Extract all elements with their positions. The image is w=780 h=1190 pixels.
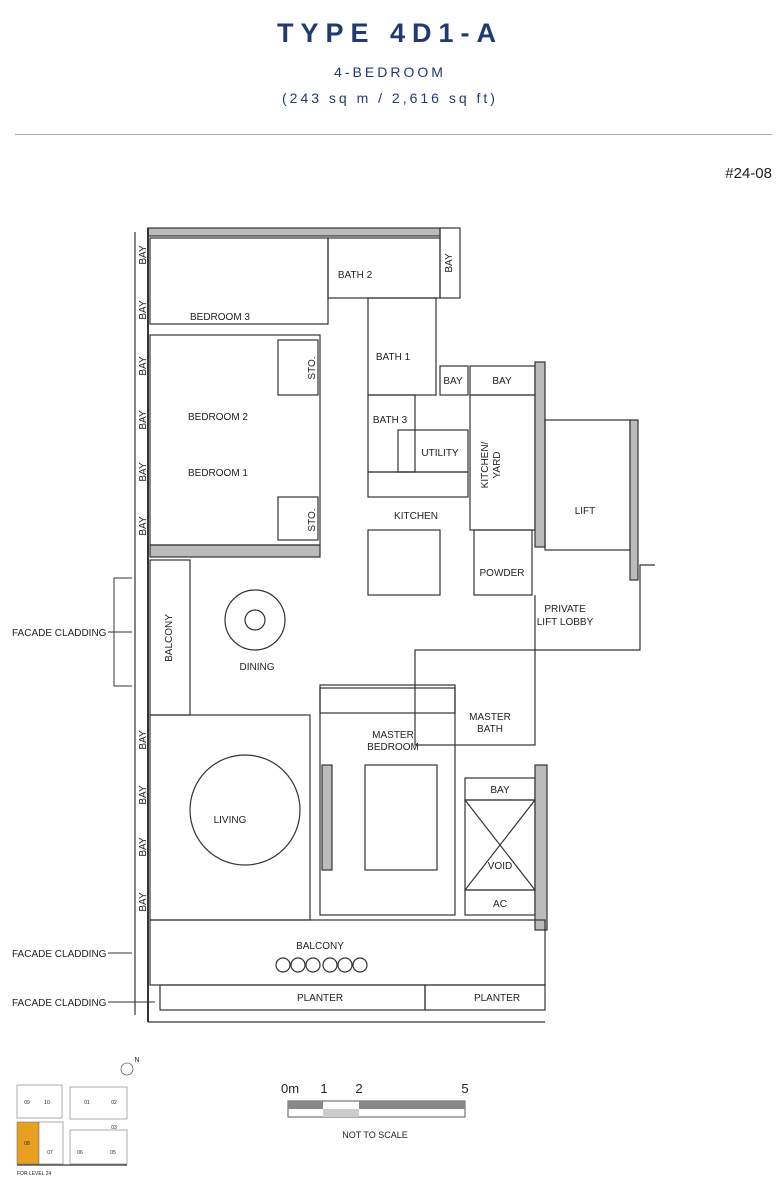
label-private: PRIVATE	[544, 604, 586, 615]
label-bay: BAY	[138, 892, 149, 912]
label-bath-2: BATH 2	[338, 270, 373, 281]
label-utility: UTILITY	[421, 448, 459, 459]
unit-area: (243 sq m / 2,616 sq ft)	[282, 90, 498, 106]
key-plan: N 09 10 01 02 03 08 07 06 05 FOR LEVEL 2…	[16, 1057, 140, 1177]
label-lift: LIFT	[575, 506, 596, 517]
scale-tick: 2	[355, 1081, 362, 1096]
kitchen-counter	[367, 471, 469, 498]
label-bay: BAY	[138, 410, 149, 430]
label-master-bath: MASTER	[469, 712, 511, 723]
key-unit: 03	[111, 1125, 117, 1131]
bay-bath2	[439, 227, 461, 299]
key-unit: 02	[111, 1100, 117, 1106]
label-master-bedroom-2: BEDROOM	[367, 742, 419, 753]
label-bedroom-3: BEDROOM 3	[190, 312, 250, 323]
label-dining: DINING	[240, 662, 275, 673]
planter	[424, 984, 546, 1011]
label-lift-lobby: LIFT LOBBY	[537, 617, 594, 628]
unit-number: #24-08	[725, 165, 772, 182]
scale-tick: 0m	[281, 1081, 299, 1096]
bath-1	[367, 297, 437, 396]
page-title: TYPE 4D1-A	[276, 18, 504, 48]
label-bedroom-2: BEDROOM 2	[188, 412, 248, 423]
planter-pots	[275, 957, 368, 973]
key-unit: 08	[24, 1141, 30, 1147]
planter	[159, 984, 426, 1011]
label-bay: BAY	[138, 785, 149, 805]
label-bay: BAY	[444, 253, 455, 273]
label-ac: AC	[493, 899, 507, 910]
powder	[473, 529, 533, 596]
storage	[277, 496, 319, 541]
key-level: FOR LEVEL 24	[17, 1171, 51, 1177]
label-kitchen-yard: KITCHEN/	[480, 441, 491, 488]
label-bedroom-1: BEDROOM 1	[188, 468, 248, 479]
label-bay: BAY	[138, 245, 149, 265]
bedrooms-1-2	[149, 334, 321, 546]
label-living: LIVING	[214, 815, 247, 826]
label-bay: BAY	[138, 300, 149, 320]
kitchen-island	[367, 529, 441, 596]
facade-label: FACADE CLADDING	[12, 998, 107, 1009]
label-bay: BAY	[138, 356, 149, 376]
label-bath-1: BATH 1	[376, 352, 411, 363]
wall	[149, 544, 321, 558]
scale-bar: 0m 1 2 5 NOT TO SCALE	[281, 1081, 469, 1140]
key-unit: 10	[44, 1100, 50, 1106]
label-master-bedroom: MASTER	[372, 730, 414, 741]
label-planter: PLANTER	[297, 993, 343, 1004]
master-bath	[414, 649, 536, 746]
label-bay: BAY	[490, 785, 510, 796]
wall	[147, 227, 441, 237]
balcony	[149, 919, 546, 986]
label-powder: POWDER	[480, 568, 525, 579]
facade-label: FACADE CLADDING	[12, 949, 107, 960]
key-unit: 01	[84, 1100, 90, 1106]
master-bedroom	[319, 684, 456, 916]
label-bay: BAY	[443, 376, 463, 387]
label-planter: PLANTER	[474, 993, 520, 1004]
label-bath-3: BATH 3	[373, 415, 408, 426]
label-bay: BAY	[138, 730, 149, 750]
scale-note: NOT TO SCALE	[342, 1130, 408, 1140]
bay	[439, 365, 469, 396]
scale-tick: 1	[320, 1081, 327, 1096]
label-master-bath-2: BATH	[477, 724, 503, 735]
label-balcony: BALCONY	[296, 941, 344, 952]
label-bay: BAY	[492, 376, 512, 387]
key-unit: 06	[77, 1150, 83, 1156]
label-kitchen: KITCHEN	[394, 511, 438, 522]
north-label: N	[134, 1057, 139, 1064]
key-unit: 05	[110, 1150, 116, 1156]
label-void: VOID	[488, 861, 512, 872]
divider	[15, 134, 772, 135]
label-storage: STO.	[307, 356, 318, 379]
storage	[277, 339, 319, 396]
label-kitchen-yard-2: YARD	[492, 451, 503, 478]
dining-table	[224, 589, 286, 651]
key-unit: 07	[47, 1150, 53, 1156]
label-bay: BAY	[138, 462, 149, 482]
bath-2	[327, 237, 441, 299]
label-bay: BAY	[138, 516, 149, 536]
key-unit: 09	[24, 1100, 30, 1106]
bath-3	[367, 394, 416, 473]
compass-icon	[120, 1062, 134, 1076]
lift	[544, 419, 631, 551]
label-bay: BAY	[138, 837, 149, 857]
label-side-balcony: BALCONY	[164, 614, 175, 662]
scale-tick: 5	[461, 1081, 468, 1096]
bedroom-count: 4-BEDROOM	[334, 64, 446, 80]
label-storage: STO.	[307, 508, 318, 531]
left-bays: BAY BAY BAY BAY BAY BAY BAY BAY BAY BAY	[138, 245, 149, 912]
facade-label: FACADE CLADDING	[12, 628, 107, 639]
